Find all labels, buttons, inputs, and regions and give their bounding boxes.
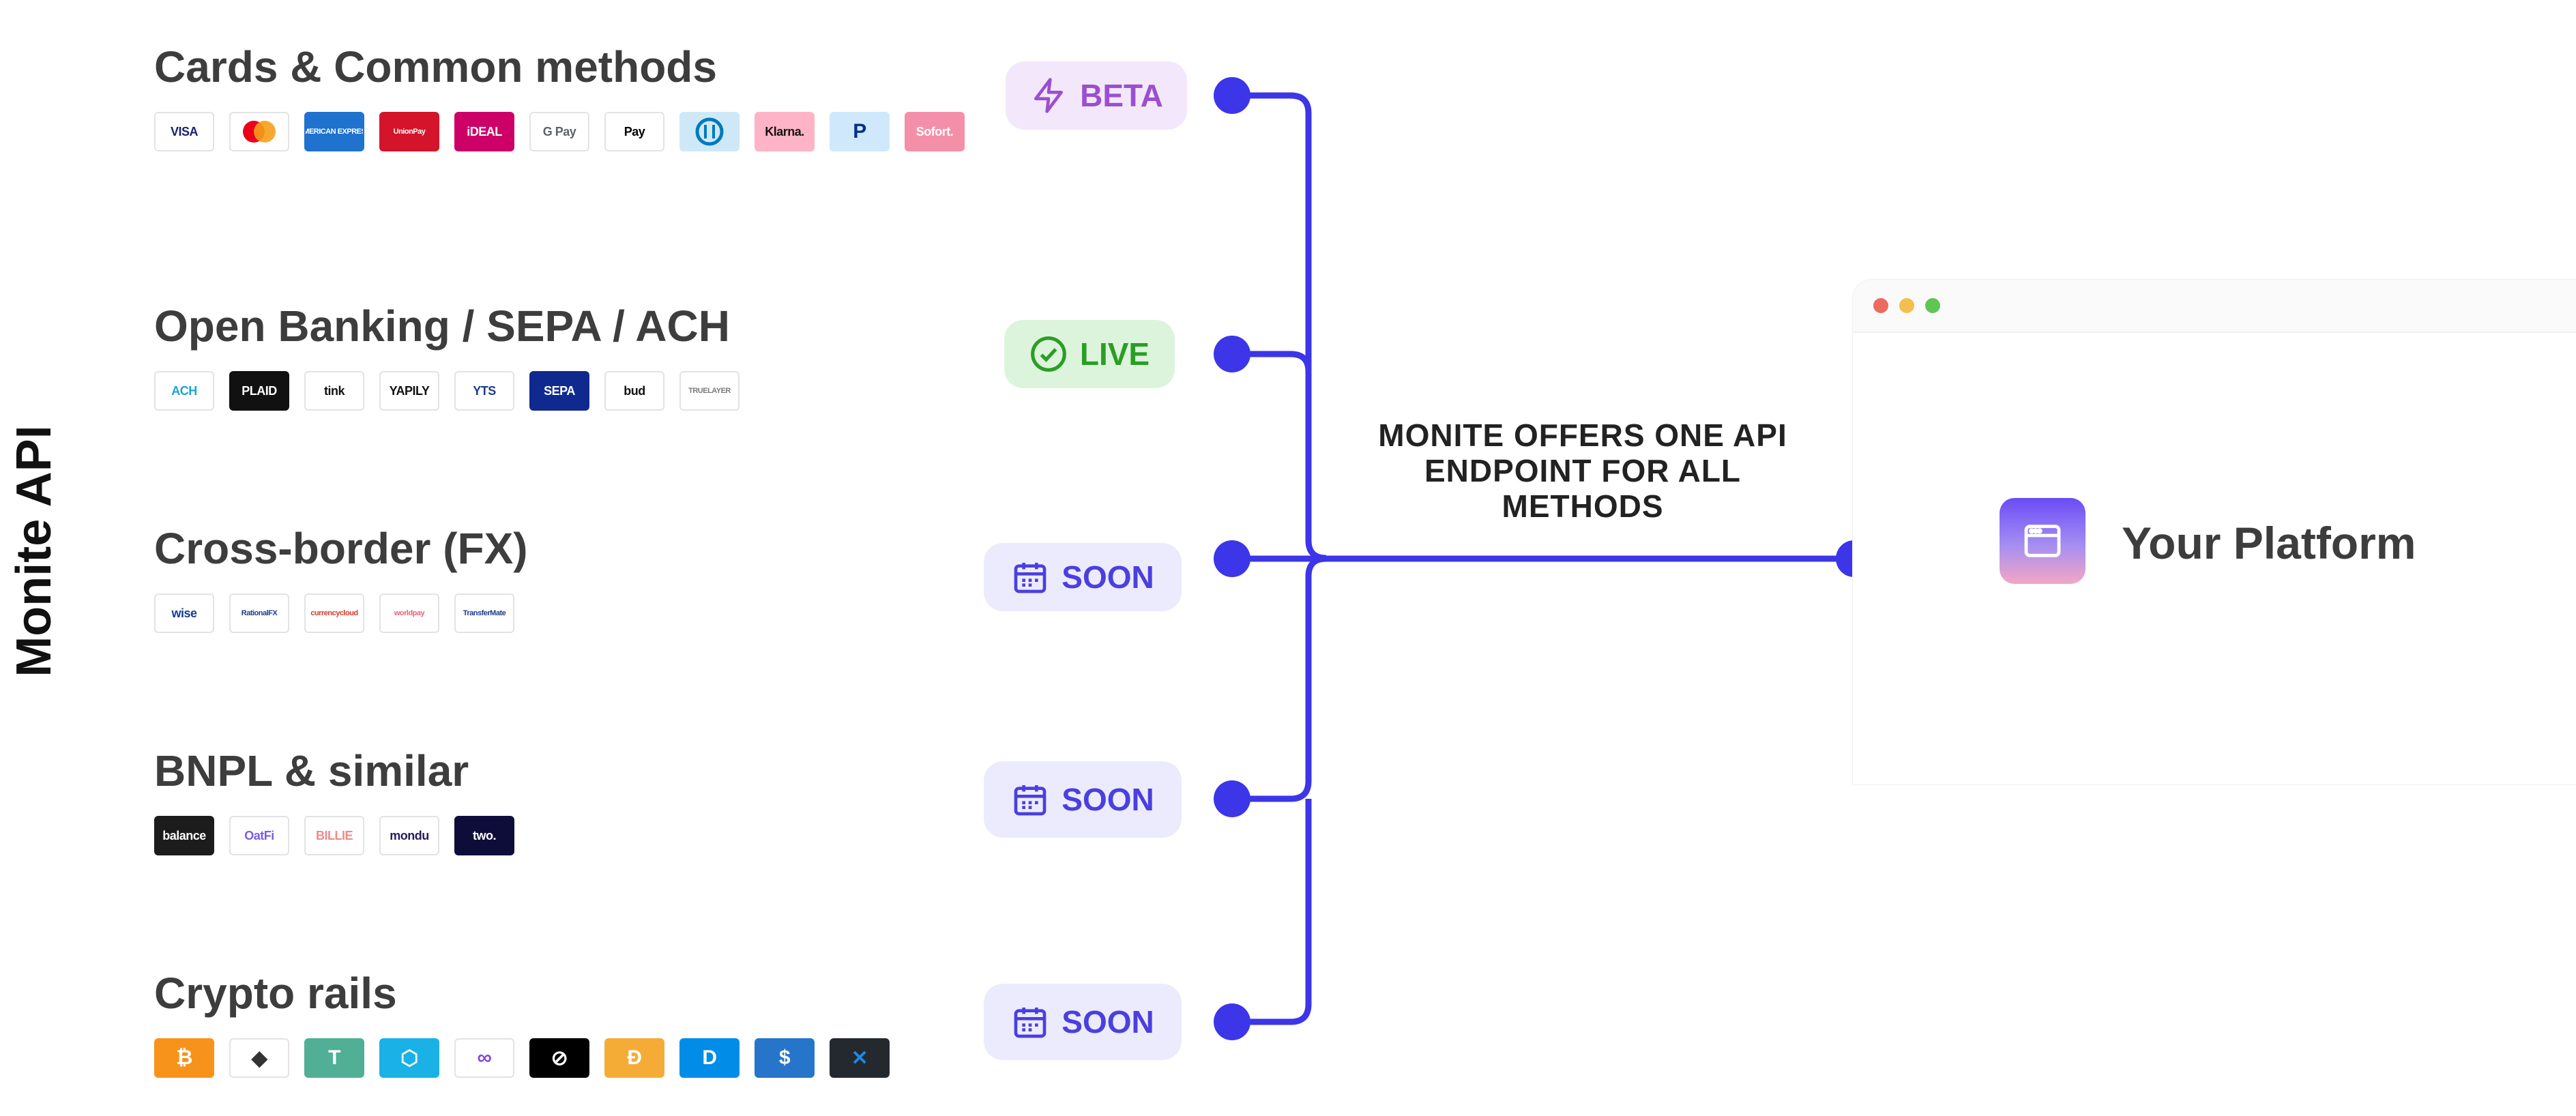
check-circle-icon <box>1030 336 1066 372</box>
section-title: Crypto rails <box>154 969 397 1018</box>
badge-label: SOON <box>1062 1004 1154 1040</box>
ethereum-logo: ◆ <box>229 1038 289 1078</box>
section-title: BNPL & similar <box>154 746 469 795</box>
klarna-logo: Klarna. <box>755 112 815 151</box>
apple-pay-logo: Pay <box>604 112 664 151</box>
connector-node-bnpl <box>1214 780 1250 817</box>
window-maximize-dot <box>1925 298 1940 313</box>
unionpay-logo: UnionPay <box>379 112 439 151</box>
polygon-logo: ∞ <box>454 1038 514 1078</box>
badge-label: SOON <box>1062 559 1154 595</box>
status-badge-soon-crypto: SOON <box>984 984 1182 1060</box>
ripple-logo: ✕ <box>830 1038 890 1078</box>
method-section: BNPL & similar balance OatFi BILLIE mondu two… <box>154 749 514 855</box>
badge-label: SOON <box>1062 782 1154 817</box>
platform-window: Your Platform <box>1853 280 2576 784</box>
two-logo: two. <box>454 816 514 855</box>
connector-live <box>1232 351 1312 540</box>
calendar-icon <box>1014 1008 1046 1038</box>
truelayer-logo: TRUELAYER <box>679 371 740 411</box>
side-title-text: Monite API <box>7 425 61 677</box>
sofort-logo: Sofort. <box>905 112 965 151</box>
mastercard-logo <box>229 112 289 151</box>
logo-row: VISA AMERICAN EXPRESS UnionPay iDEAL G Pay Pa… <box>154 112 965 151</box>
ach-logo: ACH <box>154 371 214 411</box>
tether-logo: T <box>304 1038 364 1078</box>
dash-logo: D <box>679 1038 740 1078</box>
method-section: Cross-border (FX) wise RationalFX currencyc… <box>154 527 528 633</box>
logo-row: wise RationalFX currencycloud worldpay Trans… <box>154 593 528 633</box>
rationalfx-logo: RationalFX <box>229 593 289 633</box>
currencycloud-logo: currencycloud <box>304 593 364 633</box>
diners-logo <box>679 112 740 151</box>
amex-logo: AMERICAN EXPRESS <box>304 112 364 151</box>
connector-node-crypto <box>1214 1003 1250 1040</box>
google-pay-logo: G Pay <box>529 112 589 151</box>
status-badge-beta: BETA <box>1006 61 1187 130</box>
calendar-icon <box>1014 563 1046 593</box>
usdc-logo: $ <box>755 1038 815 1078</box>
connector-node-fx <box>1214 540 1250 577</box>
section-title: Cards & Common methods <box>154 42 717 91</box>
status-badge-soon-fx: SOON <box>984 543 1182 611</box>
window-close-dot <box>1873 298 1888 313</box>
status-badge-soon-bnpl: SOON <box>984 761 1182 838</box>
plaid-logo: PLAID <box>229 371 289 411</box>
tink-logo: tink <box>304 371 364 411</box>
platform-label: Your Platform <box>2122 518 2416 568</box>
worldpay-logo: worldpay <box>379 593 439 633</box>
yts-logo: YTS <box>454 371 514 411</box>
dai-logo: Đ <box>604 1038 664 1078</box>
connector-soon-crypto <box>1232 799 1312 1025</box>
connector-beta <box>1232 92 1327 561</box>
billie-logo: BILLIE <box>304 816 364 855</box>
badge-label: LIVE <box>1079 336 1150 372</box>
wise-logo: wise <box>154 593 214 633</box>
sepa-logo: SEPA <box>529 371 589 411</box>
window-title-bar <box>1853 280 2576 333</box>
yapily-logo: YAPILY <box>379 371 439 411</box>
calendar-icon <box>1014 785 1046 816</box>
section-title: Open Banking / SEPA / ACH <box>154 302 730 351</box>
browser-window-icon <box>2000 498 2085 584</box>
mondu-logo: mondu <box>379 816 439 855</box>
status-badge-live: LIVE <box>1004 320 1175 388</box>
badge-label: BETA <box>1080 78 1163 113</box>
bud-logo: bud <box>604 371 664 411</box>
method-section: Open Banking / SEPA / ACH ACH PLAID tink YAP… <box>154 304 740 411</box>
visa-logo: VISA <box>154 112 214 151</box>
connector-node-beta <box>1214 77 1250 114</box>
oatfi-logo: OatFi <box>229 816 289 855</box>
section-title: Cross-border (FX) <box>154 524 528 573</box>
stellar-logo: ⊘ <box>529 1038 589 1078</box>
transfermate-logo: TransferMate <box>454 593 514 633</box>
balance-logo: balance <box>154 816 214 855</box>
lightning-icon <box>1034 78 1064 113</box>
paypal-logo: P <box>830 112 890 151</box>
ideal-logo: iDEAL <box>454 112 514 151</box>
window-minimize-dot <box>1899 298 1914 313</box>
center-caption: MONITE OFFERS ONE API ENDPOINT FOR ALL M… <box>1378 417 1787 524</box>
logo-row: balance OatFi BILLIE mondu two. <box>154 816 514 855</box>
connector-node-live <box>1214 336 1250 372</box>
bitcoin-logo: ₿ <box>154 1038 214 1078</box>
logo-row: ACH PLAID tink YAPILY YTS SEPA bud TRUELAYER <box>154 371 740 411</box>
connector-soon-bnpl <box>1232 555 1327 802</box>
binance-logo: ⬡ <box>379 1038 439 1078</box>
